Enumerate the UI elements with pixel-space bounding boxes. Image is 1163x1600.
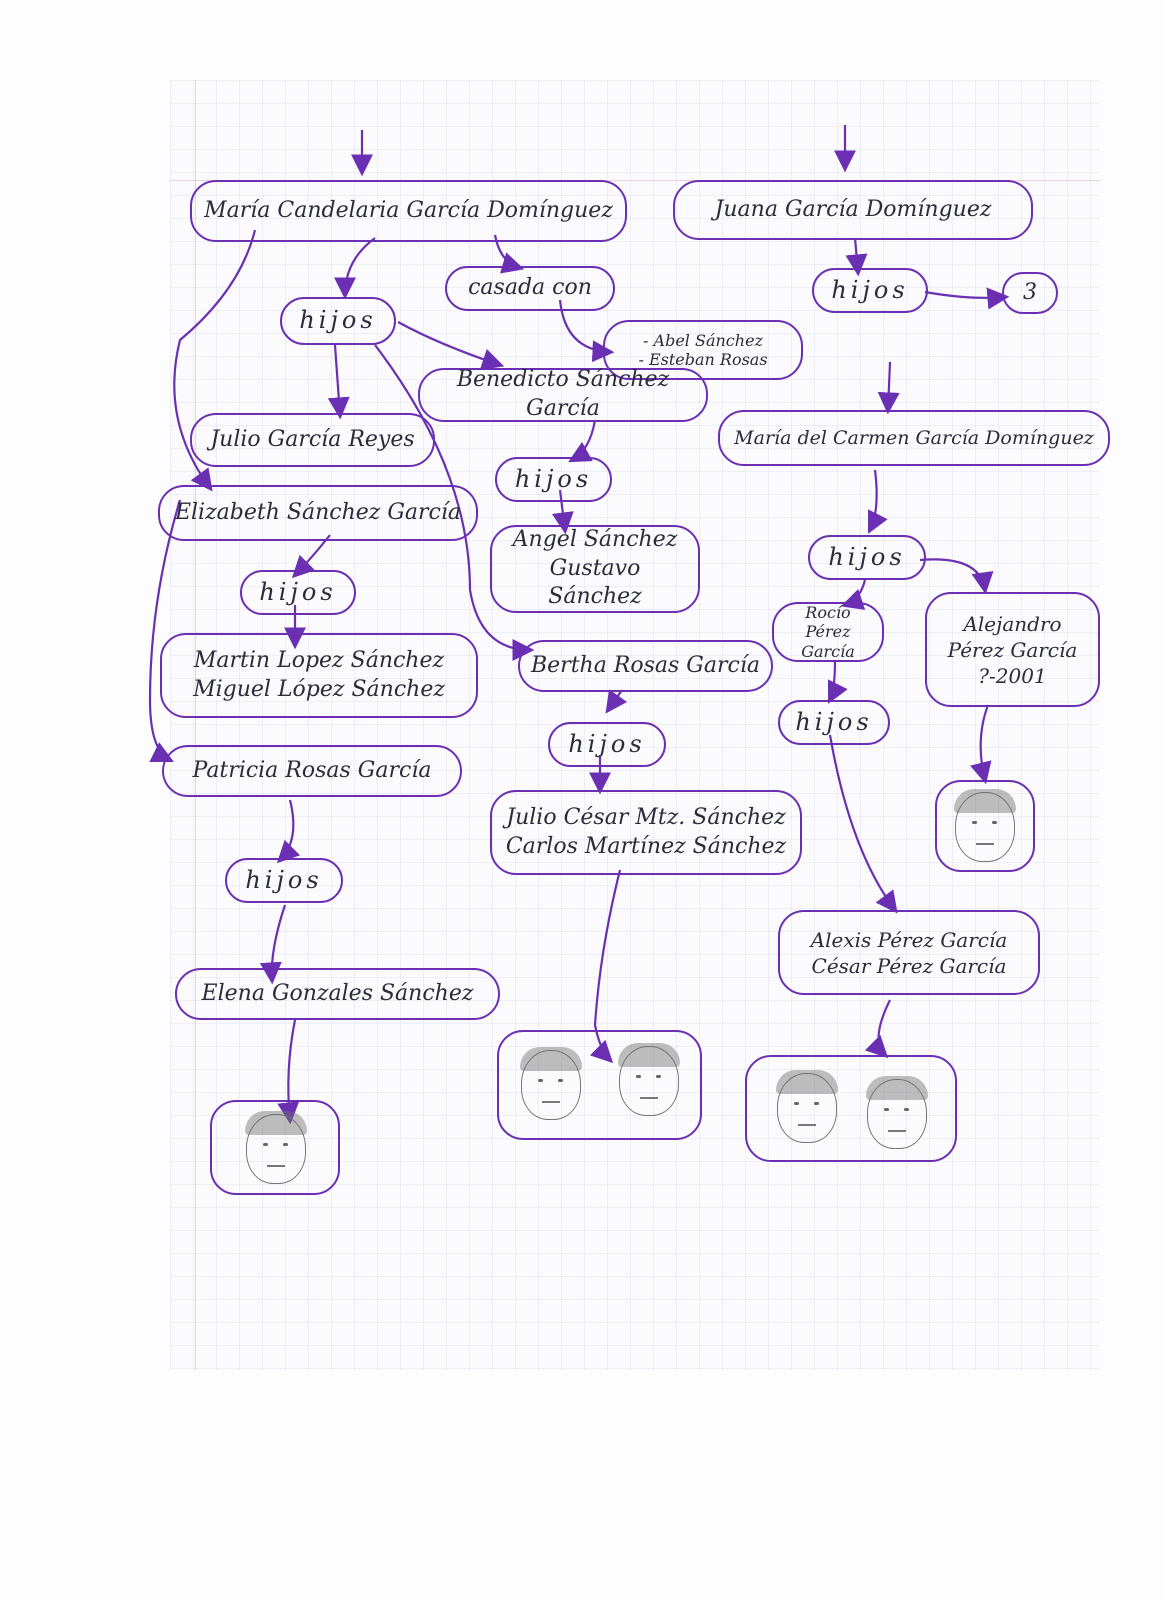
arrow-to-rocio [840, 579, 867, 610]
node-benedicto: Benedicto Sánchez García [418, 367, 708, 422]
rocio-name: Rocío [805, 603, 851, 623]
arrow-to-hijos-1 [334, 237, 376, 300]
arrow-elizabeth-hijos [291, 534, 331, 579]
node-hijos-patricia: hijos [225, 858, 343, 903]
arrow-bertha-hijos [605, 689, 628, 714]
arrow-to-julio [327, 344, 350, 420]
node-hijos-benedicto: hijos [495, 457, 612, 502]
child-gustavo: Gustavo Sánchez [548, 555, 642, 610]
child-cesar: César Pérez García [811, 953, 1007, 978]
node-elizabeth-children: Martin Lopez Sánchez Miguel López Sánche… [160, 633, 478, 718]
node-hijos-bertha: hijos [548, 722, 666, 767]
node-hijos-1: hijos [280, 297, 396, 345]
arrow-to-bertha [374, 344, 535, 661]
node-rocio: Rocío Pérez García [772, 602, 884, 662]
rocio-surname: Pérez García [801, 622, 855, 661]
node-hijos-rocio: hijos [778, 700, 890, 745]
node-elena: Elena Gonzales Sánchez [175, 968, 500, 1020]
child-miguel: Miguel López Sánchez [193, 676, 445, 702]
node-juana: Juana García Domínguez [673, 180, 1033, 240]
node-maria-candelaria: María Candelaria García Domínguez [190, 180, 627, 242]
arrow-to-elena-face [277, 1019, 300, 1125]
arrow-to-patricia [148, 499, 182, 762]
child-carlos: Carlos Martínez Sánchez [505, 833, 787, 859]
node-julio-garcia: Julio García Reyes [190, 413, 435, 467]
spouse-esteban: - Esteban Rosas [638, 350, 768, 369]
node-bertha-children: Julio César Mtz. Sánchez Carlos Martínez… [490, 790, 802, 875]
arrow-to-alejandro [919, 558, 994, 595]
node-rocio-faces [745, 1055, 957, 1162]
child-julio-cesar: Julio César Mtz. Sánchez [506, 804, 786, 830]
node-patricia: Patricia Rosas García [162, 745, 462, 797]
child-angel: Angel Sánchez [512, 527, 678, 553]
face-drawing [776, 1070, 838, 1143]
node-elizabeth: Elizabeth Sánchez García [158, 485, 478, 541]
node-juana-count: 3 [1002, 272, 1058, 314]
arrow-benedicto-hijos [568, 419, 597, 463]
arrow-to-bertha-faces [589, 869, 622, 1064]
arrow-to-alejandro-face [970, 704, 992, 785]
arrow-juana-hijos [845, 237, 868, 277]
node-juana-hijos: hijos [812, 268, 928, 313]
node-elena-face [210, 1100, 340, 1195]
arrow-to-benedicto-kids [551, 489, 574, 535]
arrow-carmen-hijos [868, 469, 888, 534]
face-drawing [618, 1043, 680, 1116]
node-maria-carmen: María del Carmen García Domínguez [718, 410, 1110, 466]
arrow-to-elena [259, 904, 287, 985]
arrow-patricia-hijos [276, 799, 301, 864]
face-drawing [520, 1047, 582, 1120]
arrow-to-benedicto [397, 321, 505, 370]
margin-line [195, 80, 196, 1370]
node-hijos-elizabeth: hijos [240, 570, 356, 615]
arrow-to-rocio-faces [864, 999, 891, 1059]
alejandro-dates: ?-2001 [978, 663, 1047, 688]
alejandro-name: Alejandro [963, 611, 1062, 636]
face-drawing [954, 789, 1016, 862]
alejandro-surname: Pérez García [947, 637, 1078, 662]
arrow-to-elizabeth [173, 229, 257, 492]
child-alexis: Alexis Pérez García [810, 927, 1008, 952]
node-bertha: Bertha Rosas García [518, 640, 773, 692]
node-casada-con: casada con [445, 266, 615, 311]
node-alejandro: Alejandro Pérez García ?-2001 [925, 592, 1100, 707]
face-drawing [245, 1111, 307, 1184]
node-hijos-carmen: hijos [808, 535, 926, 580]
arrow-juana-count [924, 287, 1010, 310]
arrow-rocio-hijos [828, 659, 848, 704]
spouse-abel: - Abel Sánchez [643, 330, 763, 350]
node-benedicto-children: Angel Sánchez Gustavo Sánchez [490, 525, 700, 613]
face-drawing [866, 1076, 928, 1149]
node-bertha-faces [497, 1030, 702, 1140]
arrow-to-rocio-kids [828, 734, 898, 914]
arrow-to-carmen [877, 361, 900, 415]
node-rocio-children: Alexis Pérez García César Pérez García [778, 910, 1040, 995]
child-martin: Martin Lopez Sánchez [193, 647, 445, 673]
node-alejandro-face [935, 780, 1035, 872]
top-margin-line [170, 180, 1100, 181]
